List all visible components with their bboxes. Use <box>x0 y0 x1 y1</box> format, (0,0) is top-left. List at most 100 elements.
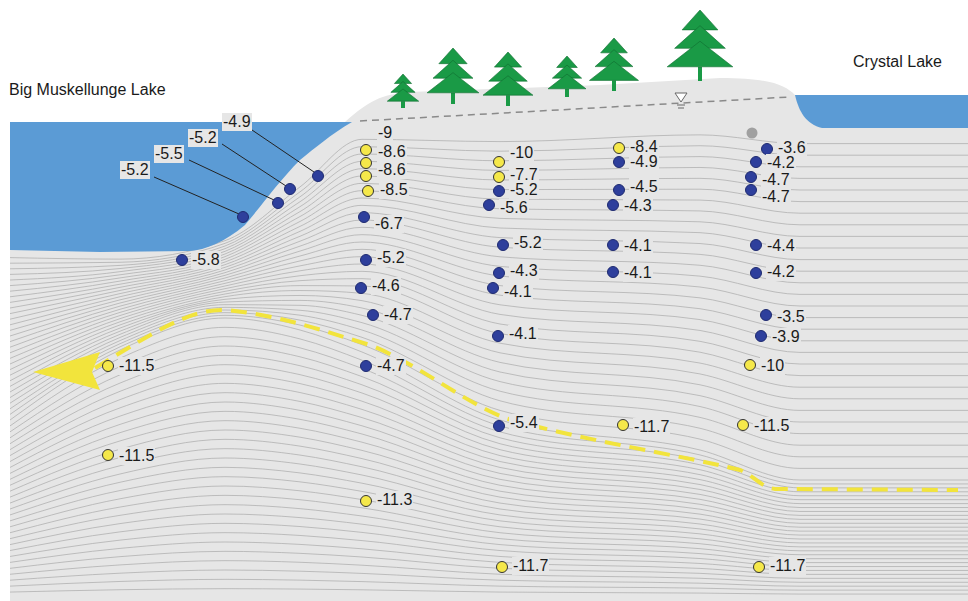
leader-line <box>252 130 314 172</box>
isotope-value: -9 <box>377 124 393 142</box>
sample-point <box>238 212 249 223</box>
flow-line <box>10 346 968 492</box>
ground <box>10 78 968 601</box>
sample-point <box>361 496 372 507</box>
sample-point <box>361 255 372 266</box>
sample-point <box>762 144 773 155</box>
sample-point <box>285 184 296 195</box>
sample-point <box>756 331 767 342</box>
water-table <box>360 97 790 121</box>
sample-point <box>497 562 508 573</box>
sample-point <box>751 268 762 279</box>
isotope-value: -4.1 <box>623 264 653 282</box>
lake-name: Big Muskellunge Lake <box>8 81 167 99</box>
sample-point <box>493 331 504 342</box>
isotope-value: -11.3 <box>376 491 413 509</box>
sample-point <box>754 562 765 573</box>
isotope-value: -4.1 <box>623 237 653 255</box>
isotope-value: -10 <box>760 357 785 375</box>
trees <box>387 10 733 108</box>
isotope-value: -3.5 <box>776 308 806 326</box>
flow-line <box>10 477 968 547</box>
tree <box>590 38 639 91</box>
sample-point <box>313 171 324 182</box>
isotope-value: -8.6 <box>377 143 407 161</box>
flow-line <box>10 305 968 422</box>
isotope-value: -5.8 <box>191 251 221 269</box>
sample-point <box>356 283 367 294</box>
leader-line <box>154 177 239 214</box>
flow-line <box>10 589 968 594</box>
sample-point <box>273 198 284 209</box>
sample-point <box>747 128 758 139</box>
tree <box>667 10 733 81</box>
isotope-value: -4.1 <box>503 283 533 301</box>
sample-point <box>103 361 114 372</box>
flow-line <box>10 327 968 484</box>
flow-line <box>10 249 968 341</box>
isotope-value: -11.5 <box>118 447 155 465</box>
flow-line <box>10 365 968 500</box>
isotope-value: -4.7 <box>376 357 406 375</box>
flow-line <box>10 271 968 358</box>
isotope-value: -10 <box>509 144 534 162</box>
isotope-value: -6.7 <box>374 215 404 233</box>
isotope-value: -4.2 <box>766 263 796 281</box>
isotope-value: -5.2 <box>513 234 543 252</box>
flow-line <box>10 295 968 398</box>
sample-points <box>103 128 773 573</box>
flow-line <box>10 458 968 539</box>
flow-line <box>10 318 968 480</box>
sample-point <box>494 421 505 432</box>
sample-point <box>368 310 379 321</box>
isotope-value: -8.6 <box>377 161 407 179</box>
flow-line <box>10 257 968 348</box>
water-table-symbol <box>675 93 687 102</box>
isotope-value: -4.7 <box>383 306 413 324</box>
isotope-value: -11.7 <box>769 557 806 575</box>
flow-line <box>10 310 968 445</box>
sample-point <box>359 212 370 223</box>
isotope-value: -11.5 <box>118 357 155 375</box>
flow-line <box>10 523 968 566</box>
sample-point <box>746 172 757 183</box>
sample-point <box>488 283 499 294</box>
sample-point <box>618 420 629 431</box>
sample-point <box>608 240 619 251</box>
sample-point <box>361 145 372 156</box>
sample-point <box>361 361 372 372</box>
sample-point <box>494 268 505 279</box>
flow-line <box>10 286 968 376</box>
sample-point <box>363 186 374 197</box>
flow-line <box>10 579 968 590</box>
isotope-value: -5.5 <box>154 145 184 163</box>
flow-line <box>10 411 968 519</box>
sample-point <box>614 143 625 154</box>
flow-line <box>10 313 968 457</box>
flow-line <box>10 542 968 574</box>
isotope-value: -5.4 <box>509 414 539 432</box>
sample-point <box>751 157 762 168</box>
flow-line <box>10 421 968 524</box>
lake-name: Crystal Lake <box>852 53 943 71</box>
isotope-value: -4.4 <box>766 237 796 255</box>
sample-point <box>177 255 188 266</box>
isotope-value: -5.2 <box>509 181 539 199</box>
leader-line <box>189 160 274 200</box>
sample-point <box>498 240 509 251</box>
isotope-value: -5.2 <box>120 161 150 179</box>
sample-point <box>608 200 619 211</box>
sample-point <box>614 157 625 168</box>
isotope-value: -11.7 <box>633 418 670 436</box>
isotope-value: -4.1 <box>508 325 538 343</box>
isotope-value: -4.5 <box>629 178 659 196</box>
tree <box>427 48 479 104</box>
tree <box>483 52 533 106</box>
flow-arrowhead <box>33 352 100 390</box>
isotope-value: -5.2 <box>188 129 218 147</box>
sample-point <box>103 450 114 461</box>
isotope-value: -4.2 <box>766 154 796 172</box>
water-table-symbol <box>677 105 685 108</box>
isotope-value: -8.5 <box>379 181 409 199</box>
flow-path <box>95 310 958 490</box>
